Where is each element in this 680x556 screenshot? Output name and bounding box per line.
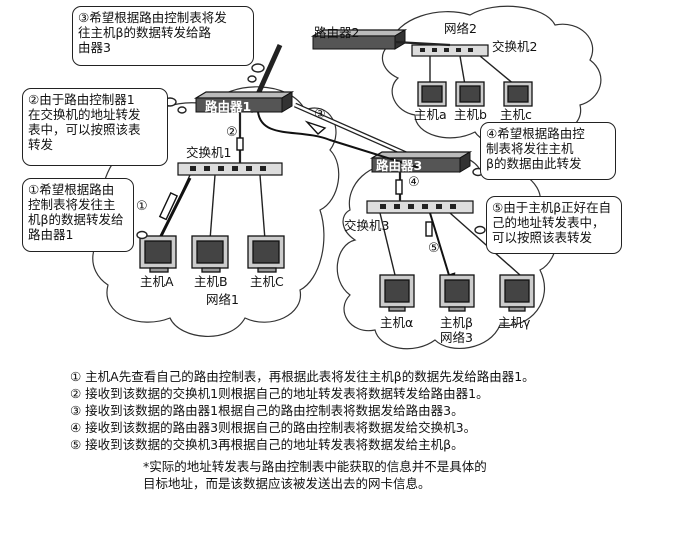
host-C-label: 主机C xyxy=(250,274,284,289)
marker-step2: ② xyxy=(226,125,238,140)
host-monitors xyxy=(139,81,535,312)
marker-step4: ④ xyxy=(408,175,420,190)
marker-step5: ⑤ xyxy=(428,241,440,256)
host-gamma-label: 主机γ xyxy=(498,315,531,330)
host-a-label: 主机a xyxy=(414,107,447,122)
step-2: ② 接收到该数据的交换机1则根据自己的地址转发表将数据转发给路由器1。 xyxy=(70,386,489,401)
step-5: ⑤ 接收到该数据的交换机3再根据自己的地址转发表将数据发给主机β。 xyxy=(70,437,464,452)
step-list: ① 主机A先查看自己的路由控制表，再根据此表将发往主机β的数据先发给路由器1。 … xyxy=(70,368,650,453)
step-3: ③ 接收到该数据的路由器1根据自己的路由控制表将数据发给路由器3。 xyxy=(70,403,464,418)
bubble-step2: ②由于路由控制器1 在交换机的地址转发 表中，可以按照该表 转发 xyxy=(22,88,168,166)
host-alpha-label: 主机α xyxy=(380,315,414,330)
host-A-label: 主机A xyxy=(140,274,174,289)
bubble-step1: ①希望根据路由 控制表将发往主 机β的数据转发给 路由器1 xyxy=(22,178,134,252)
router2-label: 路由器2 xyxy=(314,25,360,40)
network3-label: 网络3 xyxy=(440,330,473,345)
footnote: *实际的地址转发表与路由控制表中能获取的信息并不是具体的 目标地址，而是该数据应… xyxy=(143,459,487,491)
switch1-label: 交换机1 xyxy=(186,145,232,160)
switch2-label: 交换机2 xyxy=(492,39,538,54)
switch3-label: 交换机3 xyxy=(344,218,390,233)
bubble-step3: ③希望根据路由控制表将发 往主机β的数据转发给路 由器3 xyxy=(72,6,254,66)
host-b-label: 主机b xyxy=(454,107,487,122)
marker-step1: ① xyxy=(136,199,148,214)
cloud-network1 xyxy=(92,86,340,337)
cloud-network2 xyxy=(381,5,602,146)
network1-label: 网络1 xyxy=(206,292,239,307)
step-1: ① 主机A先查看自己的路由控制表，再根据此表将发往主机β的数据先发给路由器1。 xyxy=(70,369,535,384)
host-B-label: 主机B xyxy=(194,274,228,289)
marker-step3: ③ xyxy=(314,107,326,122)
bubble-step5: ⑤由于主机β正好在自 己的地址转发表中， 可以按照该表转发 xyxy=(486,196,622,254)
router1-label: 路由器1 xyxy=(205,99,252,114)
router3-label: 路由器3 xyxy=(376,158,423,173)
bubble-step4: ④希望根据路由控 制表将发往主机 β的数据由此转发 xyxy=(480,122,616,180)
host-beta-label: 主机β xyxy=(440,315,473,330)
network2-label: 网络2 xyxy=(444,21,477,36)
step-4: ④ 接收到该数据的路由器3则根据自己的路由控制表将数据发给交换机3。 xyxy=(70,420,477,435)
switch-icons xyxy=(177,44,489,214)
host-c-label: 主机c xyxy=(500,107,532,122)
